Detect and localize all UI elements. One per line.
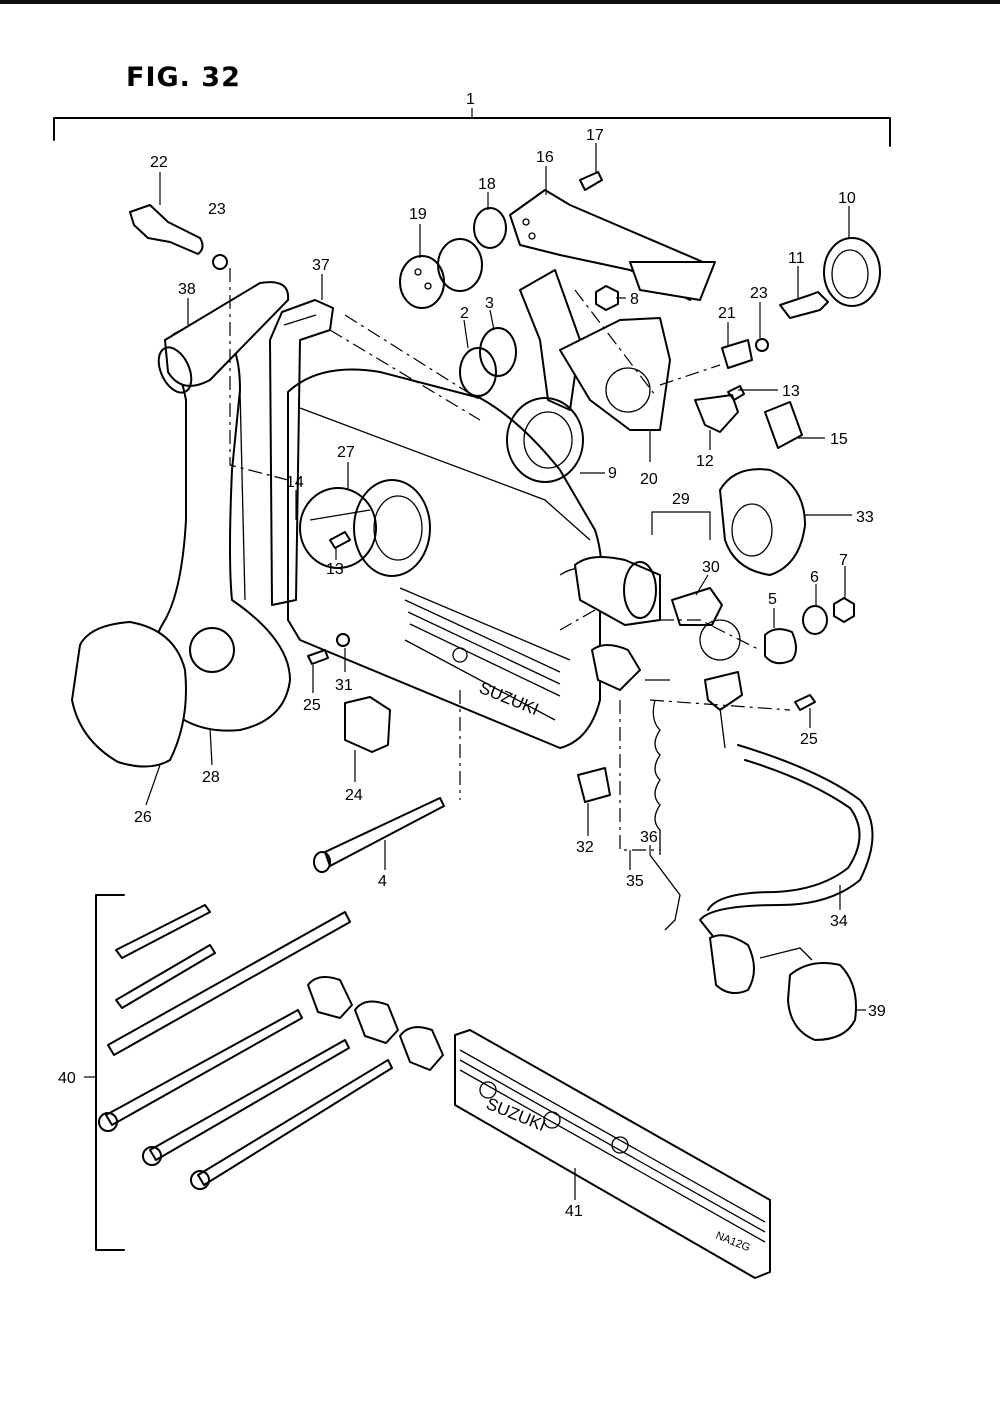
part-number-labels: 1 2 3 4 5 6 7 8 9 10 11 12 13 13 14 15 1…	[58, 91, 886, 1220]
label-part-35: 35	[626, 873, 644, 890]
label-part-37: 37	[312, 257, 330, 274]
screw-25b	[794, 694, 816, 711]
bracket-12	[694, 394, 739, 433]
holder-21	[721, 339, 753, 369]
knob-22	[129, 204, 204, 255]
label-part-31: 31	[335, 677, 353, 694]
label-part-23-left: 23	[208, 201, 226, 218]
ignition-switch-30	[574, 555, 661, 626]
assembly-bracket-1	[53, 108, 891, 147]
label-part-6: 6	[810, 569, 819, 586]
label-part-17: 17	[586, 127, 604, 144]
label-part-13-lower: 13	[326, 561, 344, 578]
label-part-22: 22	[150, 154, 168, 171]
label-part-38: 38	[178, 281, 196, 298]
spring-3	[459, 327, 517, 397]
label-part-5: 5	[768, 591, 777, 608]
nut-7	[833, 597, 855, 623]
label-part-23-right: 23	[750, 285, 768, 302]
figure-title: FIG. 32	[126, 62, 241, 93]
washer-18	[437, 207, 507, 292]
lanyard-coil-36	[649, 699, 681, 931]
shift-arm-16	[509, 189, 716, 301]
label-part-36: 36	[640, 829, 658, 846]
label-part-24: 24	[345, 787, 363, 804]
label-part-25-left: 25	[303, 697, 321, 714]
screw-13b	[329, 531, 351, 549]
washer-31	[336, 633, 350, 647]
label-part-30: 30	[702, 559, 720, 576]
label-part-4: 4	[378, 873, 387, 890]
label-part-41: 41	[565, 1203, 583, 1220]
label-part-8: 8	[630, 291, 639, 308]
label-part-15: 15	[830, 431, 848, 448]
friction-plate-9	[506, 397, 584, 483]
connector-cap-39	[787, 962, 857, 1041]
cam-gear	[299, 479, 431, 577]
label-part-9: 9	[608, 465, 617, 482]
ignition-key	[671, 587, 743, 749]
label-part-27: 27	[337, 444, 355, 461]
label-part-28: 28	[202, 769, 220, 786]
label-part-16: 16	[536, 149, 554, 166]
side-plate-41: SUZUKI NA12G	[454, 1029, 771, 1279]
stop-switch-35	[591, 644, 670, 691]
label-part-25-right: 25	[800, 731, 818, 748]
lever-handle-grip	[157, 281, 290, 394]
mounting-bolts-kit	[98, 1009, 393, 1190]
detent-clip	[344, 696, 391, 753]
control-lever-arm	[150, 327, 291, 732]
bolt-11	[779, 291, 829, 319]
clip-32	[577, 767, 611, 803]
label-part-26: 26	[134, 809, 152, 826]
lever-cover-plate	[71, 621, 187, 768]
kit-bracket-40	[84, 894, 125, 1251]
neutral-switch-15	[764, 401, 803, 449]
screw-13	[727, 385, 745, 401]
label-part-39: 39	[868, 1003, 886, 1020]
neutral-lock-bracket	[269, 299, 334, 606]
label-part-20: 20	[640, 471, 658, 488]
label-part-29: 29	[672, 491, 690, 508]
housing-brand-text: SUZUKI	[477, 678, 542, 719]
scan-top-edge	[0, 0, 1000, 4]
label-part-11: 11	[788, 250, 805, 267]
e-ring-23	[212, 254, 228, 270]
wiring-harness-34	[699, 744, 874, 995]
label-part-13-upper: 13	[782, 383, 800, 400]
cable-ties-kit	[107, 904, 351, 1056]
assembly-center-lines	[229, 268, 791, 851]
washer-6	[802, 605, 828, 635]
e-ring-23b	[755, 338, 769, 352]
ring-10	[823, 237, 881, 307]
label-part-14: 14	[286, 474, 304, 491]
label-part-1: 1	[466, 91, 475, 108]
switch-cover-33	[719, 468, 806, 576]
screw-17	[579, 171, 603, 191]
long-screw-4	[313, 797, 445, 873]
throttle-arm-20	[519, 269, 671, 431]
label-part-32: 32	[576, 839, 594, 856]
label-part-2: 2	[460, 305, 469, 322]
leader-lines	[145, 143, 866, 1200]
label-part-21: 21	[718, 305, 736, 322]
nut-8	[595, 285, 619, 311]
grommet-5	[764, 628, 797, 665]
label-part-10: 10	[838, 190, 856, 207]
label-part-33: 33	[856, 509, 874, 526]
label-part-34: 34	[830, 913, 848, 930]
spacers-kit	[307, 975, 444, 1071]
label-part-40: 40	[58, 1070, 76, 1087]
label-part-3: 3	[485, 295, 494, 312]
label-part-7: 7	[839, 552, 848, 569]
label-part-18: 18	[478, 176, 496, 193]
screw-25a	[307, 649, 329, 665]
label-part-12: 12	[696, 453, 714, 470]
label-part-19: 19	[409, 206, 427, 223]
